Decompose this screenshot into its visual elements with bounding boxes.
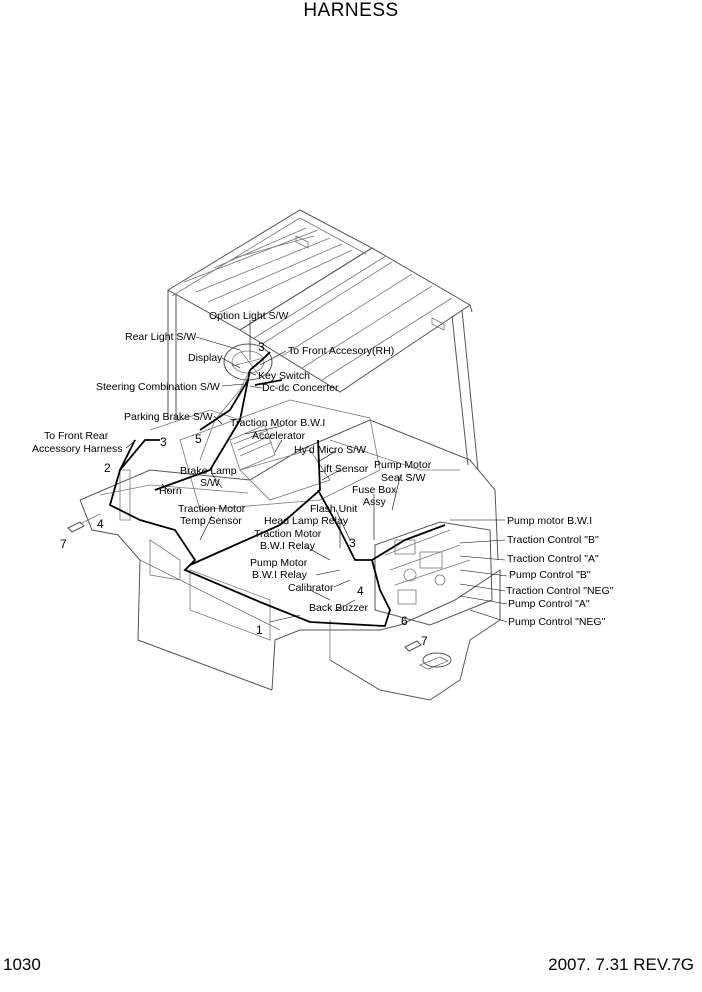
callout-number: 3 <box>258 340 265 354</box>
overhead-guard <box>167 209 479 471</box>
callout-number: 4 <box>357 584 364 598</box>
label-pump-motor-relay: Pump Motor <box>250 557 308 569</box>
leader-lines <box>125 320 508 623</box>
callout-number: 1 <box>256 623 263 637</box>
page-title: HARNESS <box>303 0 399 21</box>
revision-date: 2007. 7.31 REV.7G <box>548 955 694 974</box>
label-bwi-relay-2: B.W.I Relay <box>252 569 308 581</box>
label-dc-dc-concerter: Dc-dc Concerter <box>262 382 339 394</box>
label-brake-lamp-sw: S/W <box>200 477 220 489</box>
label-steering-combination-sw: Steering Combination S/W <box>96 381 220 393</box>
main-harness <box>108 351 446 627</box>
label-traction-control-b: Traction Control "B" <box>507 534 599 546</box>
label-traction-motor-bwi: Traction Motor B.W.I <box>230 417 325 429</box>
label-to-front-rear: To Front Rear <box>44 430 109 442</box>
label-lift-sensor: Lift Sensor <box>318 463 369 475</box>
callout-number: 6 <box>401 614 408 628</box>
label-flash-unit: Flash Unit <box>310 503 357 515</box>
label-rear-light-sw: Rear Light S/W <box>125 331 196 343</box>
label-accessory-harness: Accessory Harness <box>32 443 122 455</box>
label-accelerator: Accelerator <box>252 430 306 442</box>
label-pump-motor-seat: Pump Motor <box>374 459 432 471</box>
page-number: 1030 <box>3 955 41 974</box>
label-bwi-relay-1: B.W.I Relay <box>260 540 316 552</box>
label-seat-sw: Seat S/W <box>381 472 425 484</box>
callout-number: 7 <box>421 634 428 648</box>
label-hyd-micro-sw: Hy'd Micro S/W <box>294 444 366 456</box>
label-traction-control-neg: Traction Control "NEG" <box>506 585 614 597</box>
label-fuse-box-assy: Assy <box>363 496 387 508</box>
label-head-lamp-relay: Head Lamp Relay <box>264 515 349 527</box>
label-horn: Horn <box>159 485 182 497</box>
label-option-light-sw: Option Light S/W <box>209 310 288 322</box>
callout-number: 7 <box>60 537 67 551</box>
truck-body <box>67 343 501 701</box>
label-to-front-accesory-rh: To Front Accesory(RH) <box>288 345 394 357</box>
label-display: Display <box>188 352 223 364</box>
label-key-switch: Key Switch <box>258 370 310 382</box>
label-back-buzzer: Back Buzzer <box>309 602 368 614</box>
label-pump-control-b: Pump Control "B" <box>509 569 591 581</box>
callout-number: 4 <box>97 517 104 531</box>
callout-number: 5 <box>195 432 202 446</box>
label-traction-control-a: Traction Control "A" <box>507 553 599 565</box>
callout-number: 3 <box>349 536 356 550</box>
label-temp-sensor: Temp Sensor <box>180 515 242 527</box>
label-brake-lamp: Brake Lamp <box>180 465 237 477</box>
callout-number: 3 <box>160 435 167 449</box>
label-calibrator: Calibrator <box>288 582 334 594</box>
label-fuse-box: Fuse Box <box>352 484 397 496</box>
label-pump-control-neg: Pump Control "NEG" <box>508 616 606 628</box>
callout-number: 2 <box>104 461 111 475</box>
label-pump-control-a: Pump Control "A" <box>508 598 590 610</box>
label-pump-motor-bwi: Pump motor B.W.I <box>507 515 592 527</box>
label-parking-brake-sw: Parking Brake S/W <box>124 411 213 423</box>
label-traction-motor-relay: Traction Motor <box>254 528 322 540</box>
label-traction-motor-temp: Traction Motor <box>178 503 246 515</box>
